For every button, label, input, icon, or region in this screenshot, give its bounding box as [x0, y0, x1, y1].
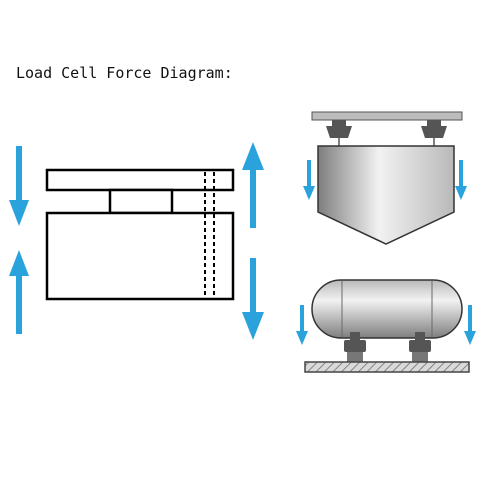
- arrow-down-icon: [303, 160, 315, 200]
- load-cell-body: [108, 188, 174, 215]
- support-beam: [311, 111, 463, 121]
- horizontal-tank: [304, 279, 470, 373]
- suspended-hopper: [311, 111, 463, 245]
- load-cell-mount-left: [326, 120, 352, 146]
- tank-body: [311, 279, 463, 339]
- base-plate: [45, 211, 235, 301]
- diagram-title: Load Cell Force Diagram:: [16, 64, 233, 82]
- load-cell-schematic: [45, 168, 235, 301]
- hopper-body: [317, 145, 455, 245]
- tank-support-left: [344, 332, 366, 362]
- arrow-down-icon: [9, 146, 29, 226]
- arrow-down-icon: [296, 305, 308, 345]
- arrow-up-icon: [242, 142, 264, 228]
- arrow-down-icon: [455, 160, 467, 200]
- hatched-ground: [304, 361, 470, 373]
- tank-support-right: [409, 332, 431, 362]
- arrow-down-icon: [464, 305, 476, 345]
- arrow-up-icon: [9, 250, 29, 334]
- arrow-down-icon: [242, 258, 264, 340]
- load-cell-mount-right: [421, 120, 447, 146]
